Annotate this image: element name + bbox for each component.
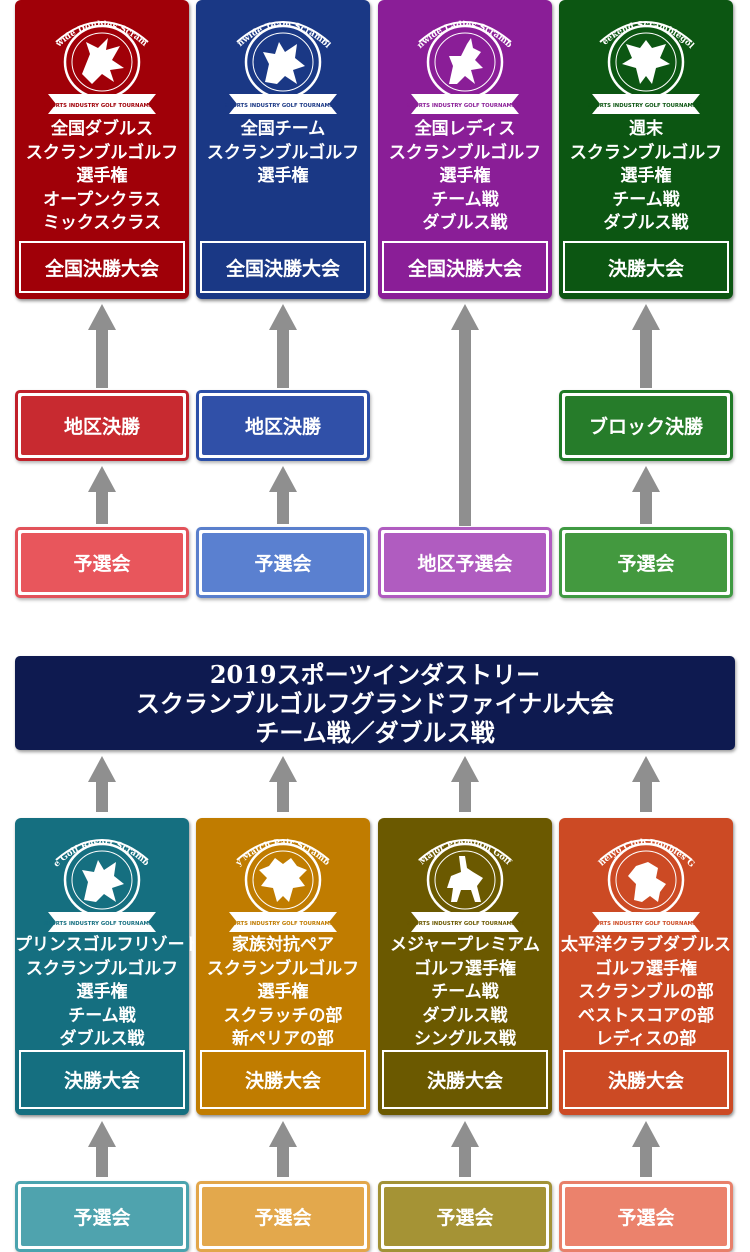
stage-qualifier[interactable]: 予選会 (15, 1181, 189, 1252)
emblem-banner-text: SPORTS INDUSTRY GOLF TOURNAMENT (225, 103, 342, 109)
grand-final-banner[interactable]: 2019スポーツインダストリー スクランブルゴルフグランドファイナル大会 チーム… (15, 656, 735, 750)
card-title: 全国ダブルス スクランブルゴルフ 選手権 オープンクラス ミックスクラス (25, 119, 179, 233)
card-title: 太平洋クラブダブルス ゴルフ選手権 スクランブルの部 ベストスコアの部 レディス… (561, 935, 731, 1049)
emblem-banner-text: SPORTS INDUSTRY GOLF TOURNAMENT (44, 921, 161, 927)
card-major-premium[interactable]: SPORTS INDUSTRY GOLF TOURNAMENT Major Pr… (378, 818, 552, 1115)
emblem-banner-text: SPORTS INDUSTRY GOLF TOURNAMENT (225, 921, 342, 927)
up-arrow-icon (269, 756, 297, 812)
grand-final-line: 2019スポーツインダストリー (209, 659, 541, 689)
final-tournament-label: 決勝大会 (382, 1050, 548, 1109)
up-arrow-icon (269, 304, 297, 388)
card-nationwide-ladies[interactable]: SPORTS INDUSTRY GOLF TOURNAMENT Nationwi… (378, 0, 552, 299)
griffin-emblem-icon: SPORTS INDUSTRY GOLF TOURNAMENT Prince G… (42, 826, 161, 932)
dragon-emblem-icon: SPORTS INDUSTRY GOLF TOURNAMENT Nationwi… (42, 8, 161, 114)
emblem-banner-text: SPORTS INDUSTRY GOLF TOURNAMENT (407, 921, 524, 927)
griffin-emblem-icon: SPORTS INDUSTRY GOLF TOURNAMENT Nationwi… (223, 8, 342, 114)
double-eagle-emblem-icon: SPORTS INDUSTRY GOLF TOURNAMENT Family M… (223, 826, 342, 932)
up-arrow-icon (269, 466, 297, 524)
lion-emblem-icon: SPORTS INDUSTRY GOLF TOURNAMENT Taiheiyo… (586, 826, 705, 932)
emblem-banner-text: SPORTS INDUSTRY GOLF TOURNAMENT (588, 103, 705, 109)
stage-block-final[interactable]: ブロック決勝 (559, 390, 733, 461)
final-tournament-label: 全国決勝大会 (382, 241, 548, 293)
stage-qualifier[interactable]: 予選会 (196, 527, 370, 598)
card-nationwide-team[interactable]: SPORTS INDUSTRY GOLF TOURNAMENT Nationwi… (196, 0, 370, 299)
grand-final-line: チーム戦／ダブルス戦 (255, 717, 495, 747)
up-arrow-icon (451, 1121, 479, 1177)
final-tournament-label: 全国決勝大会 (200, 241, 366, 293)
up-arrow-icon (632, 466, 660, 524)
card-title: 家族対抗ペア スクランブルゴルフ 選手権 スクラッチの部 新ペリアの部 (206, 935, 360, 1049)
final-tournament-label: 決勝大会 (563, 1050, 729, 1109)
eagle-emblem-icon: SPORTS INDUSTRY GOLF TOURNAMENT Weekend … (586, 8, 705, 114)
up-arrow-icon (88, 1121, 116, 1177)
up-arrow-icon (88, 756, 116, 812)
card-taiheiyo-club[interactable]: SPORTS INDUSTRY GOLF TOURNAMENT Taiheiyo… (559, 818, 733, 1115)
card-title: 週末 スクランブルゴルフ 選手権 チーム戦 ダブルス戦 (569, 119, 723, 233)
stage-qualifier[interactable]: 予選会 (15, 527, 189, 598)
card-prince-golf-resort[interactable]: SPORTS INDUSTRY GOLF TOURNAMENT Prince G… (15, 818, 202, 1115)
card-title: プリンスゴルフリゾート スクランブルゴルフ 選手権 チーム戦 ダブルス戦 (15, 935, 202, 1049)
unicorn-emblem-icon: SPORTS INDUSTRY GOLF TOURNAMENT Nationwi… (405, 8, 524, 114)
card-title: メジャープレミアム ゴルフ選手権 チーム戦 ダブルス戦 シングルス戦 (390, 935, 540, 1049)
stage-qualifier[interactable]: 予選会 (559, 527, 733, 598)
card-title: 全国レディス スクランブルゴルフ 選手権 チーム戦 ダブルス戦 (388, 119, 542, 233)
final-tournament-label: 決勝大会 (563, 241, 729, 293)
final-tournament-label: 全国決勝大会 (19, 241, 185, 293)
final-tournament-label: 決勝大会 (200, 1050, 366, 1109)
card-title: 全国チーム スクランブルゴルフ 選手権 (206, 119, 360, 186)
up-arrow-icon (632, 304, 660, 388)
up-arrow-icon (451, 756, 479, 812)
stage-qualifier[interactable]: 予選会 (196, 1181, 370, 1252)
emblem-banner-text: SPORTS INDUSTRY GOLF TOURNAMENT (407, 103, 524, 109)
stage-qualifier[interactable]: 予選会 (378, 1181, 552, 1252)
up-arrow-icon (88, 304, 116, 388)
final-tournament-label: 決勝大会 (19, 1050, 185, 1109)
emblem-banner-text: SPORTS INDUSTRY GOLF TOURNAMENT (44, 103, 161, 109)
emblem-banner-text: SPORTS INDUSTRY GOLF TOURNAMENT (588, 921, 705, 927)
card-weekend[interactable]: SPORTS INDUSTRY GOLF TOURNAMENT Weekend … (559, 0, 733, 299)
card-nationwide-doubles[interactable]: SPORTS INDUSTRY GOLF TOURNAMENT Nationwi… (15, 0, 189, 299)
up-arrow-icon (88, 466, 116, 524)
stage-qualifier[interactable]: 予選会 (559, 1181, 733, 1252)
up-arrow-icon (451, 304, 479, 526)
up-arrow-icon (632, 1121, 660, 1177)
stage-regional-final[interactable]: 地区決勝 (196, 390, 370, 461)
grand-final-line: スクランブルゴルフグランドファイナル大会 (135, 688, 615, 718)
up-arrow-icon (269, 1121, 297, 1177)
knight-emblem-icon: SPORTS INDUSTRY GOLF TOURNAMENT Major Pr… (407, 838, 524, 932)
stage-regional-qualifier[interactable]: 地区予選会 (378, 527, 552, 598)
card-family-pair[interactable]: SPORTS INDUSTRY GOLF TOURNAMENT Family M… (196, 818, 370, 1115)
up-arrow-icon (632, 756, 660, 812)
stage-regional-final[interactable]: 地区決勝 (15, 390, 189, 461)
